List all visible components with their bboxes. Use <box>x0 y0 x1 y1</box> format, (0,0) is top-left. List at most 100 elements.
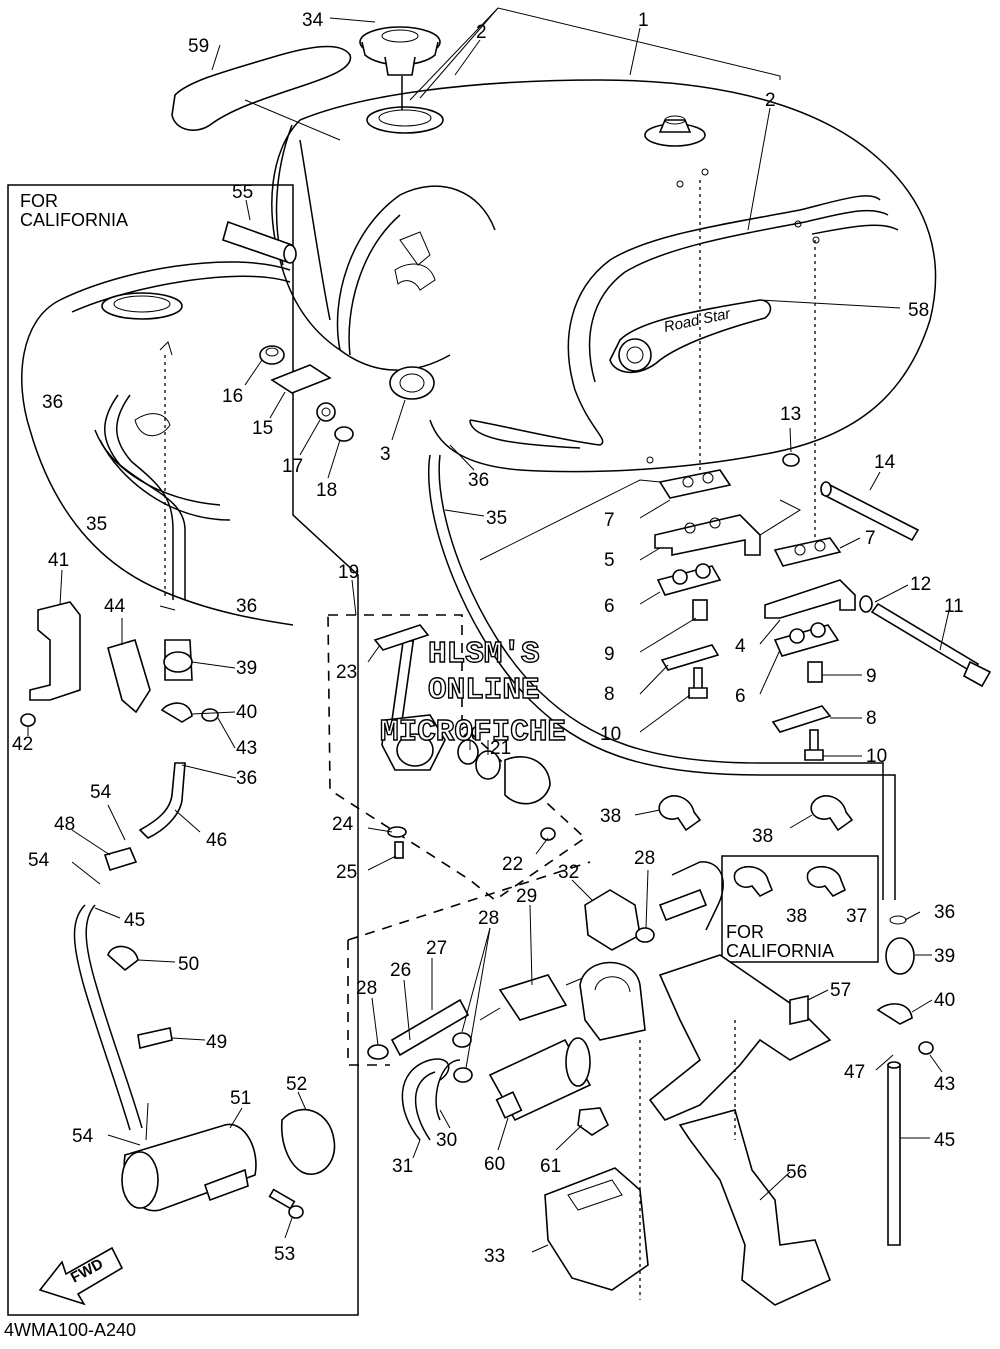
callout-42: 42 <box>12 734 33 755</box>
callout-49: 49 <box>206 1032 227 1053</box>
callout-17: 17 <box>282 456 303 477</box>
fuel-hoses <box>428 454 934 1246</box>
callout-6: 6 <box>735 686 746 707</box>
callout-11: 11 <box>944 596 964 617</box>
california-small-label-line2: CALIFORNIA <box>726 941 834 961</box>
callout-10: 10 <box>600 724 621 745</box>
california-label-line1: FOR <box>20 191 58 211</box>
callout-38: 38 <box>786 906 807 927</box>
hose-clamps-38 <box>658 795 854 832</box>
callout-36: 36 <box>934 902 955 923</box>
callout-18: 18 <box>316 480 337 501</box>
main-fuel-tank: Road Star <box>271 79 937 560</box>
callout-35: 35 <box>86 514 107 535</box>
fuel-cap <box>359 26 441 110</box>
callout-2: 2 <box>765 90 776 111</box>
callout-54: 54 <box>72 1126 94 1147</box>
mount-brackets <box>479 453 992 761</box>
callout-13: 13 <box>780 404 801 425</box>
callout-26: 26 <box>390 960 411 981</box>
callout-32: 32 <box>558 862 579 883</box>
callout-19: 19 <box>338 562 359 583</box>
callout-31: 31 <box>392 1156 413 1177</box>
diagram-code: 4WMA100-A240 <box>4 1320 136 1340</box>
california-parts: FWD <box>20 394 336 1306</box>
callout-39: 39 <box>236 658 257 679</box>
callout-25: 25 <box>336 862 357 883</box>
callout-60: 60 <box>484 1154 505 1175</box>
callout-leaders <box>27 17 951 1253</box>
canister-brackets <box>544 954 832 1306</box>
callout-22: 22 <box>502 854 523 875</box>
callout-36: 36 <box>42 392 63 413</box>
callout-16: 16 <box>222 386 243 407</box>
callout-3: 3 <box>380 444 391 465</box>
callout-61: 61 <box>540 1156 561 1177</box>
callout-10: 10 <box>866 746 887 767</box>
callout-6: 6 <box>604 596 615 617</box>
callout-56: 56 <box>786 1162 807 1183</box>
callout-37: 37 <box>846 906 867 927</box>
callout-14: 14 <box>874 452 896 473</box>
callout-7: 7 <box>865 528 876 549</box>
callout-43: 43 <box>236 738 257 759</box>
california-label-line2: CALIFORNIA <box>20 210 128 230</box>
callout-46: 46 <box>206 830 227 851</box>
watermark-line1: HLSM'S <box>428 637 540 672</box>
fuel-cock-group-outline <box>327 614 587 901</box>
callout-45: 45 <box>934 1130 955 1151</box>
callout-12: 12 <box>910 574 931 595</box>
callout-53: 53 <box>274 1244 295 1265</box>
callout-33: 33 <box>484 1246 505 1267</box>
california-small-box-outline <box>721 855 879 963</box>
fuel-filter-and-pump <box>367 861 724 1141</box>
callout-59: 59 <box>188 36 209 57</box>
mount-damper-parts <box>259 345 354 442</box>
pump-group-outline <box>347 861 591 1066</box>
fuel-cock <box>373 624 556 859</box>
california-fuel-tank <box>21 261 294 626</box>
watermark-line3: MICROFICHE <box>380 715 566 750</box>
callout-51: 51 <box>230 1088 251 1109</box>
callout-50: 50 <box>178 954 199 975</box>
tank-nut <box>389 366 435 400</box>
watermark-line2: ONLINE <box>428 673 540 708</box>
callout-20: 20 <box>460 724 481 745</box>
callout-39: 39 <box>934 946 955 967</box>
callout-numbers: 1 2 2 3 4 5 6 6 7 7 8 8 9 9 10 10 11 12 … <box>12 10 964 1267</box>
callout-8: 8 <box>866 708 877 729</box>
callout-30: 30 <box>436 1130 457 1151</box>
callout-52: 52 <box>286 1074 307 1095</box>
callout-48: 48 <box>54 814 75 835</box>
hose-55 <box>222 220 297 264</box>
callout-36: 36 <box>236 596 257 617</box>
callout-45: 45 <box>124 910 145 931</box>
callout-21: 21 <box>490 738 511 759</box>
callout-54: 54 <box>90 782 112 803</box>
callout-34: 34 <box>302 10 324 31</box>
callout-57: 57 <box>830 980 851 1001</box>
callout-41: 41 <box>48 550 69 571</box>
callout-29: 29 <box>516 886 537 907</box>
callout-40: 40 <box>236 702 257 723</box>
callout-9: 9 <box>866 666 877 687</box>
callout-24: 24 <box>332 814 354 835</box>
california-small-label-line1: FOR <box>726 922 764 942</box>
callout-28: 28 <box>634 848 655 869</box>
callout-15: 15 <box>252 418 273 439</box>
callout-5: 5 <box>604 550 615 571</box>
callout-58: 58 <box>908 300 929 321</box>
callout-38: 38 <box>752 826 773 847</box>
callout-4: 4 <box>735 636 746 657</box>
callout-36: 36 <box>468 470 489 491</box>
callout-44: 44 <box>104 596 126 617</box>
gasket <box>171 45 352 131</box>
callout-9: 9 <box>604 644 615 665</box>
callout-54: 54 <box>28 850 50 871</box>
callout-28: 28 <box>356 978 377 999</box>
callout-23: 23 <box>336 662 357 683</box>
callout-2: 2 <box>476 22 487 43</box>
callout-28: 28 <box>478 908 499 929</box>
fwd-arrow-icon <box>38 1246 124 1306</box>
